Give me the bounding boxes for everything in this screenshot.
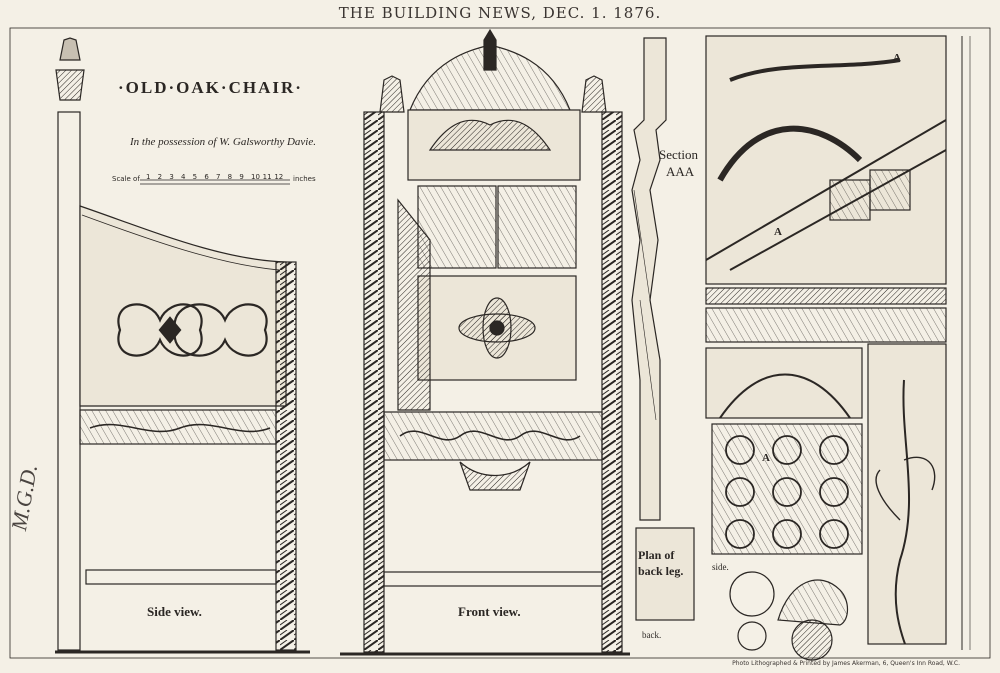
scale-tick-label: 2 — [157, 173, 163, 181]
scale-tick-label: 3 — [169, 173, 174, 181]
scale-suffix: inches — [293, 175, 316, 183]
scale-bar — [140, 179, 290, 185]
plan-label-line2: back leg. — [638, 564, 684, 578]
front-view-caption: Front view. — [458, 604, 521, 619]
side-view-caption: Side view. — [147, 604, 202, 619]
publication-header: THE BUILDING NEWS, DEC. 1. 1876. — [338, 4, 662, 22]
scroll-ornament-icon — [117, 303, 268, 357]
scale-tick-label: 6 — [204, 173, 209, 181]
scale-tick-label: 1 — [146, 173, 151, 181]
section-mark: AAA — [666, 164, 695, 179]
scale-tick-label: 4 — [181, 173, 186, 181]
scale-tick-label: 11 — [262, 173, 272, 181]
plan-side-label: side. — [712, 562, 729, 572]
front-view — [340, 28, 630, 656]
plan-label-line1: Plan of — [638, 548, 675, 562]
scale-tick-label: 10 — [251, 173, 260, 181]
drawing-title: ·OLD·OAK·CHAIR· — [118, 78, 303, 97]
side-view — [55, 37, 310, 654]
detail-mark-a: A — [893, 52, 901, 64]
detail-mark-a: A — [762, 452, 770, 464]
scale-prefix: Scale of — [112, 175, 140, 183]
scale-tick-label: 9 — [239, 173, 244, 181]
printer-credit: Photo Lithographed & Printed by James Ak… — [732, 660, 960, 667]
drawing-subtitle: In the possession of W. Galsworthy Davie… — [130, 136, 316, 148]
detail-mark-a: A — [774, 226, 782, 238]
section-label: Section — [659, 147, 698, 162]
plan-back-label: back. — [642, 630, 662, 640]
section-profile — [631, 37, 695, 621]
rosette-icon — [458, 297, 536, 359]
scale-tick-label: 12 — [274, 173, 284, 181]
scale-tick-label: 8 — [227, 173, 233, 181]
scale-tick-label: 7 — [216, 173, 221, 181]
scale-tick-label: 5 — [192, 173, 198, 181]
carving-details — [705, 35, 971, 661]
